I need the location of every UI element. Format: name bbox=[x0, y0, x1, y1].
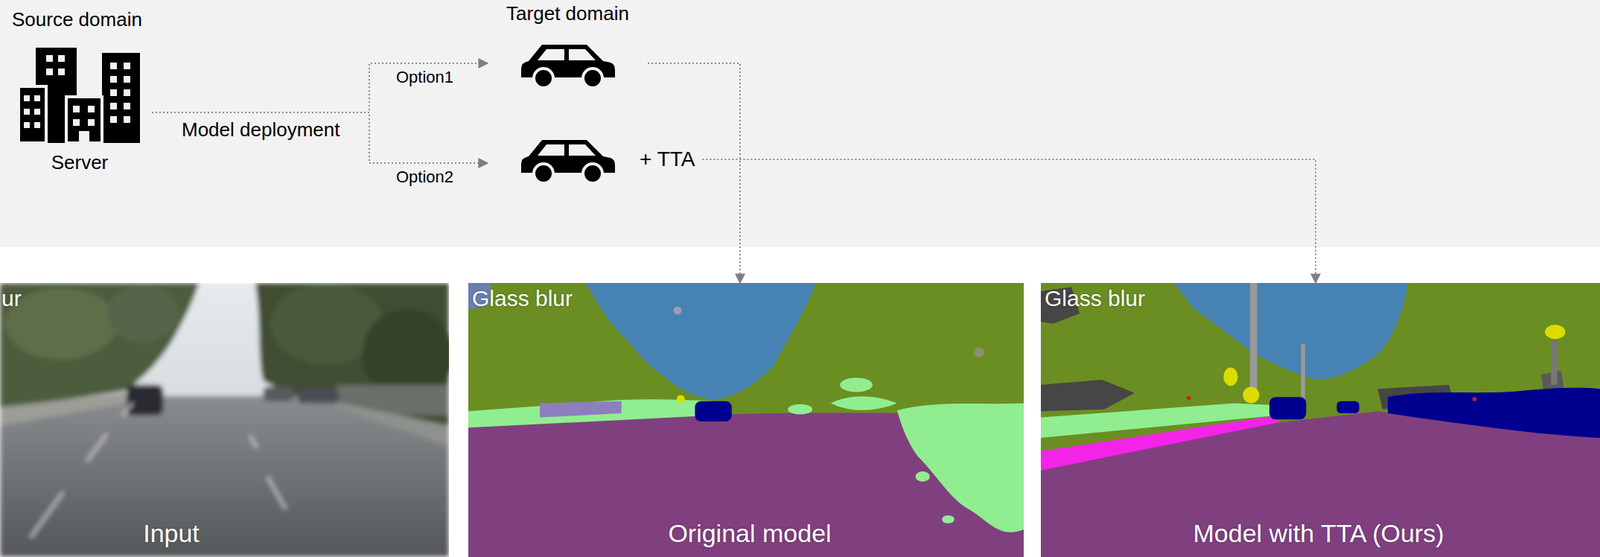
panel-caption: Original model bbox=[667, 518, 831, 548]
node-label: + TTA bbox=[639, 147, 695, 172]
panel-caption: Model with TTA (Ours) bbox=[1193, 518, 1445, 548]
dotted-connector bbox=[151, 63, 488, 113]
annotation-label: Model deployment bbox=[181, 119, 340, 142]
dotted-connector bbox=[151, 112, 488, 164]
panel-tag: Glass blur bbox=[1044, 285, 1146, 312]
top-band bbox=[0, 0, 1600, 248]
panel-tag: ur bbox=[1, 285, 22, 312]
dotted-connector bbox=[702, 159, 1316, 283]
node-label: Server bbox=[51, 151, 109, 175]
dotted-connector bbox=[647, 63, 741, 283]
server-node: Source domainServer bbox=[7, 4, 152, 181]
car-icon bbox=[521, 44, 615, 88]
input-photo bbox=[0, 282, 455, 557]
edge-label: Option1 bbox=[396, 67, 454, 87]
image-panel: Glass blurModel with TTA (Ours) bbox=[1040, 282, 1600, 557]
vehicle-node: Target domain bbox=[487, 0, 648, 94]
edge-label: Option2 bbox=[396, 167, 454, 187]
node-heading: Source domain bbox=[11, 8, 143, 32]
segmentation-map bbox=[1040, 282, 1600, 557]
server-icon bbox=[18, 47, 140, 143]
node-heading: Target domain bbox=[506, 2, 630, 26]
car-icon bbox=[521, 139, 615, 184]
panel-caption: Input bbox=[142, 518, 200, 548]
image-panel: Glass blurOriginal model bbox=[468, 282, 1024, 557]
vehicle-node: + TTA bbox=[487, 131, 703, 190]
image-panel: urInput bbox=[0, 282, 449, 557]
segmentation-map bbox=[468, 282, 1024, 557]
panel-tag: Glass blur bbox=[472, 285, 573, 312]
